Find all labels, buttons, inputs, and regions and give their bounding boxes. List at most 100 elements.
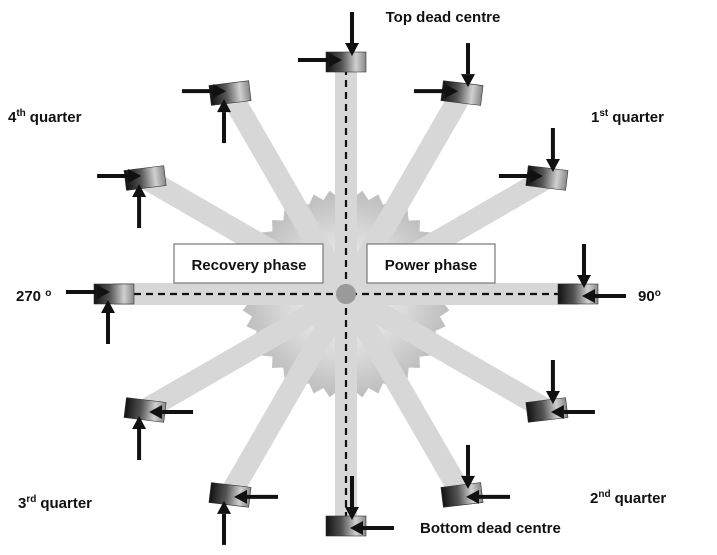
angle-90-value: 90 (638, 288, 655, 305)
power-phase-label: Power phase (385, 257, 478, 274)
q2-word: quarter (615, 490, 667, 507)
pedal-330-deg (182, 80, 252, 144)
recovery-phase-box: Recovery phase (173, 243, 324, 284)
force-arrow-down-head (345, 507, 359, 520)
recovery-phase-label: Recovery phase (191, 257, 306, 274)
second-quarter-label: 2nd quarter (590, 489, 666, 507)
pedal-0-deg (298, 12, 367, 73)
force-arrow-right-head (97, 285, 110, 299)
pedal-body (208, 80, 252, 106)
force-arrow-down (545, 360, 560, 404)
force-arrow-down-head (345, 43, 359, 56)
pedal-120-deg (525, 360, 595, 423)
force-arrow-left (582, 289, 626, 303)
pedal-210-deg (208, 482, 278, 545)
force-arrow-up-head (217, 500, 231, 514)
force-arrow-left-head (582, 289, 595, 303)
force-arrow-left-head (234, 489, 247, 504)
crank-spoke (220, 87, 356, 300)
force-arrow-right-head (529, 169, 543, 183)
force-arrow-up-head (132, 416, 147, 429)
angle-90-unit: o (655, 288, 661, 299)
crank-spoke (340, 284, 553, 420)
angle-270-value: 270 (16, 288, 41, 305)
pedal-60-deg (498, 128, 569, 191)
pedal-body (123, 165, 167, 191)
force-arrow-right (97, 169, 142, 183)
pedal-270-deg (66, 283, 135, 344)
force-arrow-right-head (445, 84, 458, 99)
crank-axle (336, 284, 356, 304)
pedal-240-deg (123, 397, 194, 460)
force-arrow-up (101, 300, 115, 344)
force-arrow-down (461, 43, 475, 88)
q2-number: 2 (590, 490, 598, 507)
angle-90-label: 90o (638, 288, 661, 305)
force-arrow-down-head (545, 159, 560, 172)
fourth-quarter-label: 4th quarter (8, 108, 82, 126)
angle-270-unit: o (45, 288, 51, 299)
force-arrow-up (132, 184, 147, 228)
pedal-body (440, 482, 484, 508)
pedal-30-deg (414, 43, 484, 106)
force-arrow-down (345, 476, 359, 520)
pedal-positions (66, 12, 626, 545)
force-arrow-up-head (101, 300, 115, 313)
q3-number: 3 (18, 495, 26, 512)
force-arrow-left-head (149, 405, 163, 419)
force-arrow-left (550, 405, 595, 419)
force-arrow-left (149, 405, 194, 419)
q4-suffix: th (16, 108, 25, 119)
pedal-150-deg (440, 444, 510, 508)
q1-suffix: st (599, 108, 609, 119)
crank-spoke (336, 288, 472, 501)
pedal-body (525, 397, 569, 423)
power-phase-frame (366, 243, 496, 284)
force-arrow-right-head (128, 169, 142, 183)
force-arrow-right-head (213, 84, 226, 99)
force-arrow-up (217, 99, 231, 144)
force-arrow-right (298, 53, 342, 67)
force-arrow-down-head (545, 391, 560, 404)
force-arrow-left-head (550, 405, 564, 419)
pedal-300-deg (97, 165, 167, 228)
crank-spoke (220, 288, 356, 501)
force-arrow-down (345, 12, 359, 56)
bottom-dead-centre-label: Bottom dead centre (420, 520, 561, 537)
q2-suffix: nd (598, 489, 610, 500)
power-phase-box: Power phase (366, 243, 496, 284)
force-arrow-down (577, 244, 591, 288)
crank-spoke (139, 284, 352, 420)
force-arrow-right-head (329, 53, 342, 67)
force-arrow-down-head (461, 74, 475, 88)
q1-word: quarter (612, 109, 664, 126)
q4-number: 4 (8, 109, 17, 126)
q1-number: 1 (591, 109, 599, 126)
force-arrow-down-head (577, 275, 591, 288)
force-arrow-right (66, 285, 110, 299)
force-arrow-left (350, 521, 394, 535)
crank-spoke (336, 87, 472, 300)
q4-word: quarter (30, 109, 82, 126)
force-arrow-right (414, 84, 458, 99)
force-arrow-left-head (466, 489, 479, 504)
top-dead-centre-label: Top dead centre (386, 9, 501, 26)
force-arrow-left (234, 489, 278, 504)
angle-270-label: 270 o (16, 288, 51, 305)
pedal-90-deg (557, 244, 626, 305)
force-arrow-right (498, 169, 543, 183)
force-arrow-down-head (461, 475, 475, 489)
force-arrow-up (132, 416, 147, 460)
force-arrow-left-head (350, 521, 363, 535)
q3-suffix: rd (26, 494, 36, 505)
force-arrow-down (545, 128, 560, 172)
recovery-phase-frame (173, 243, 324, 284)
pedal-180-deg (325, 476, 394, 537)
force-arrow-left (466, 489, 510, 504)
force-arrow-up (217, 500, 231, 545)
force-arrow-up-head (132, 184, 147, 197)
force-arrow-down (461, 444, 475, 489)
